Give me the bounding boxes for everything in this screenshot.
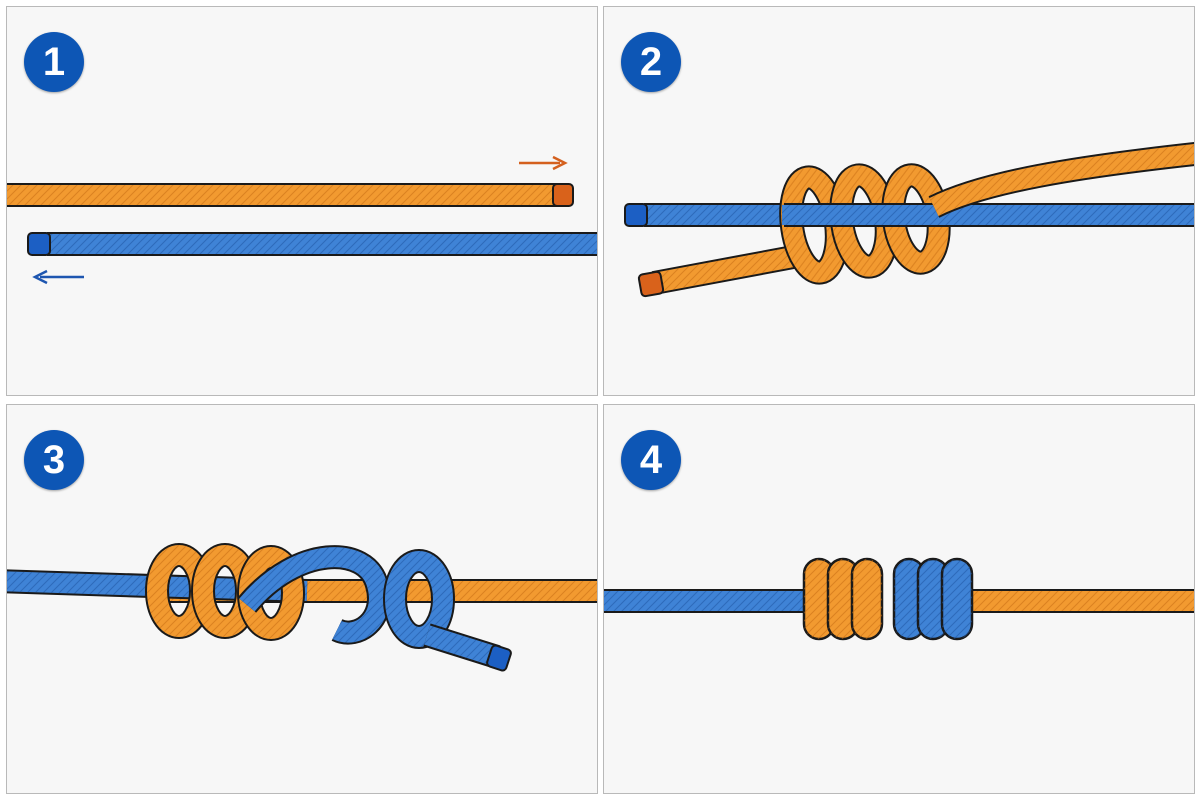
step-3-panel: 3: [6, 404, 598, 794]
blue-coils: [237, 545, 512, 672]
orange-rope-end-cap: [552, 183, 574, 207]
step-number-badge: 2: [621, 32, 681, 92]
step-2-panel: 2: [603, 6, 1195, 396]
blue-coils: [892, 557, 974, 641]
orange-rope: [637, 243, 807, 298]
step-4-panel: 4: [603, 404, 1195, 794]
orange-rope-end-cap: [637, 270, 665, 298]
step-4-illustration: [604, 557, 1194, 641]
blue-rope-end-cap: [486, 644, 512, 672]
arrow-right-icon: [519, 155, 568, 171]
arrow-left-icon: [32, 269, 84, 285]
blue-rope: [27, 232, 597, 256]
orange-coils: [779, 163, 956, 285]
orange-rope: [7, 183, 574, 207]
orange-coils: [802, 557, 884, 641]
step-number-badge: 4: [621, 430, 681, 490]
step-number-badge: 1: [24, 32, 84, 92]
step-3-illustration: [7, 543, 597, 672]
step-2-illustration: [624, 142, 1194, 298]
step-1-illustration: [7, 155, 597, 285]
step-number-badge: 3: [24, 430, 84, 490]
orange-standing-part: [928, 142, 1194, 218]
step-1-panel: 1: [6, 6, 598, 396]
blue-rope-end-cap: [27, 232, 51, 256]
blue-rope-end-cap: [624, 203, 648, 227]
